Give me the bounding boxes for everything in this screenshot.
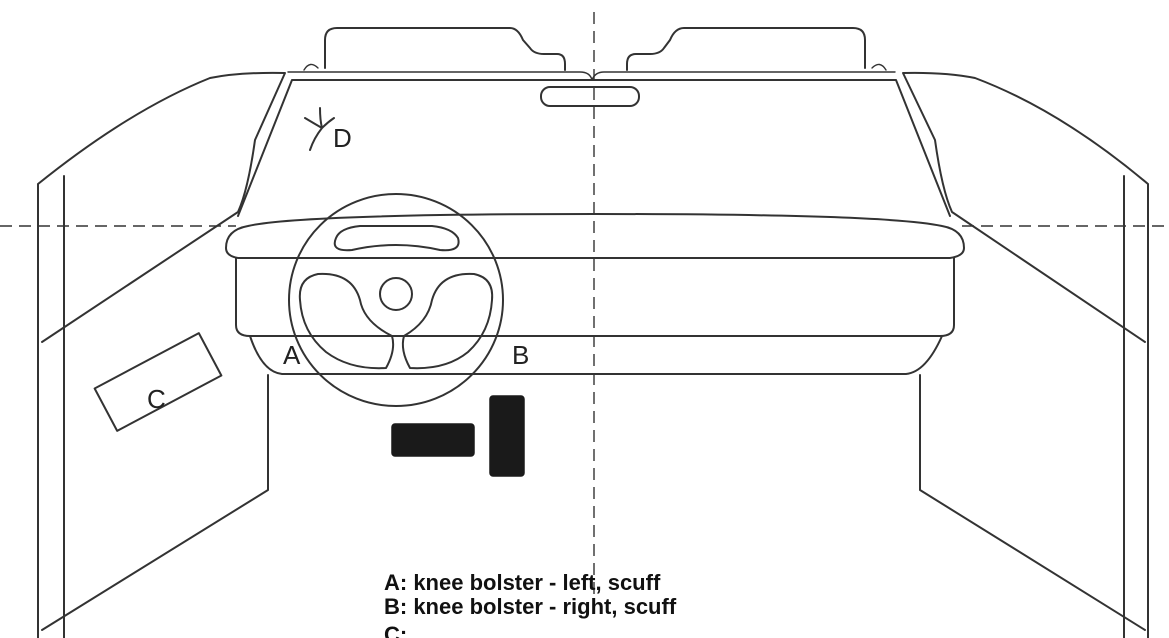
roof-mount-left — [303, 63, 319, 71]
roof-mount-right — [871, 63, 887, 71]
dashboard-lower — [249, 335, 943, 375]
legend-line-c: C: ... — [384, 622, 432, 638]
legend-line-a: A: knee bolster - left, scuff — [384, 570, 661, 595]
rearview-mirror — [540, 86, 640, 107]
label-a: A — [283, 340, 301, 370]
pedal-brake — [391, 423, 475, 457]
left-door-panel — [37, 71, 286, 638]
roof-line — [287, 71, 896, 81]
label-d: D — [333, 123, 352, 153]
mark-d-symbol — [304, 107, 335, 151]
legend-line-b: B: knee bolster - right, scuff — [384, 594, 677, 619]
dashboard-body — [235, 257, 955, 337]
label-b: B — [512, 340, 529, 370]
label-c: C — [147, 384, 166, 414]
right-footwell-wall — [919, 374, 1146, 631]
pedal-accelerator — [489, 395, 525, 477]
panel-c — [93, 332, 223, 432]
sun-visor-right — [626, 27, 866, 71]
left-footwell-wall — [41, 374, 269, 631]
right-door-panel — [902, 71, 1149, 638]
steering-wheel — [288, 193, 504, 407]
dashboard-top — [225, 213, 965, 259]
sun-visor-left — [324, 27, 566, 71]
windshield — [237, 79, 951, 217]
